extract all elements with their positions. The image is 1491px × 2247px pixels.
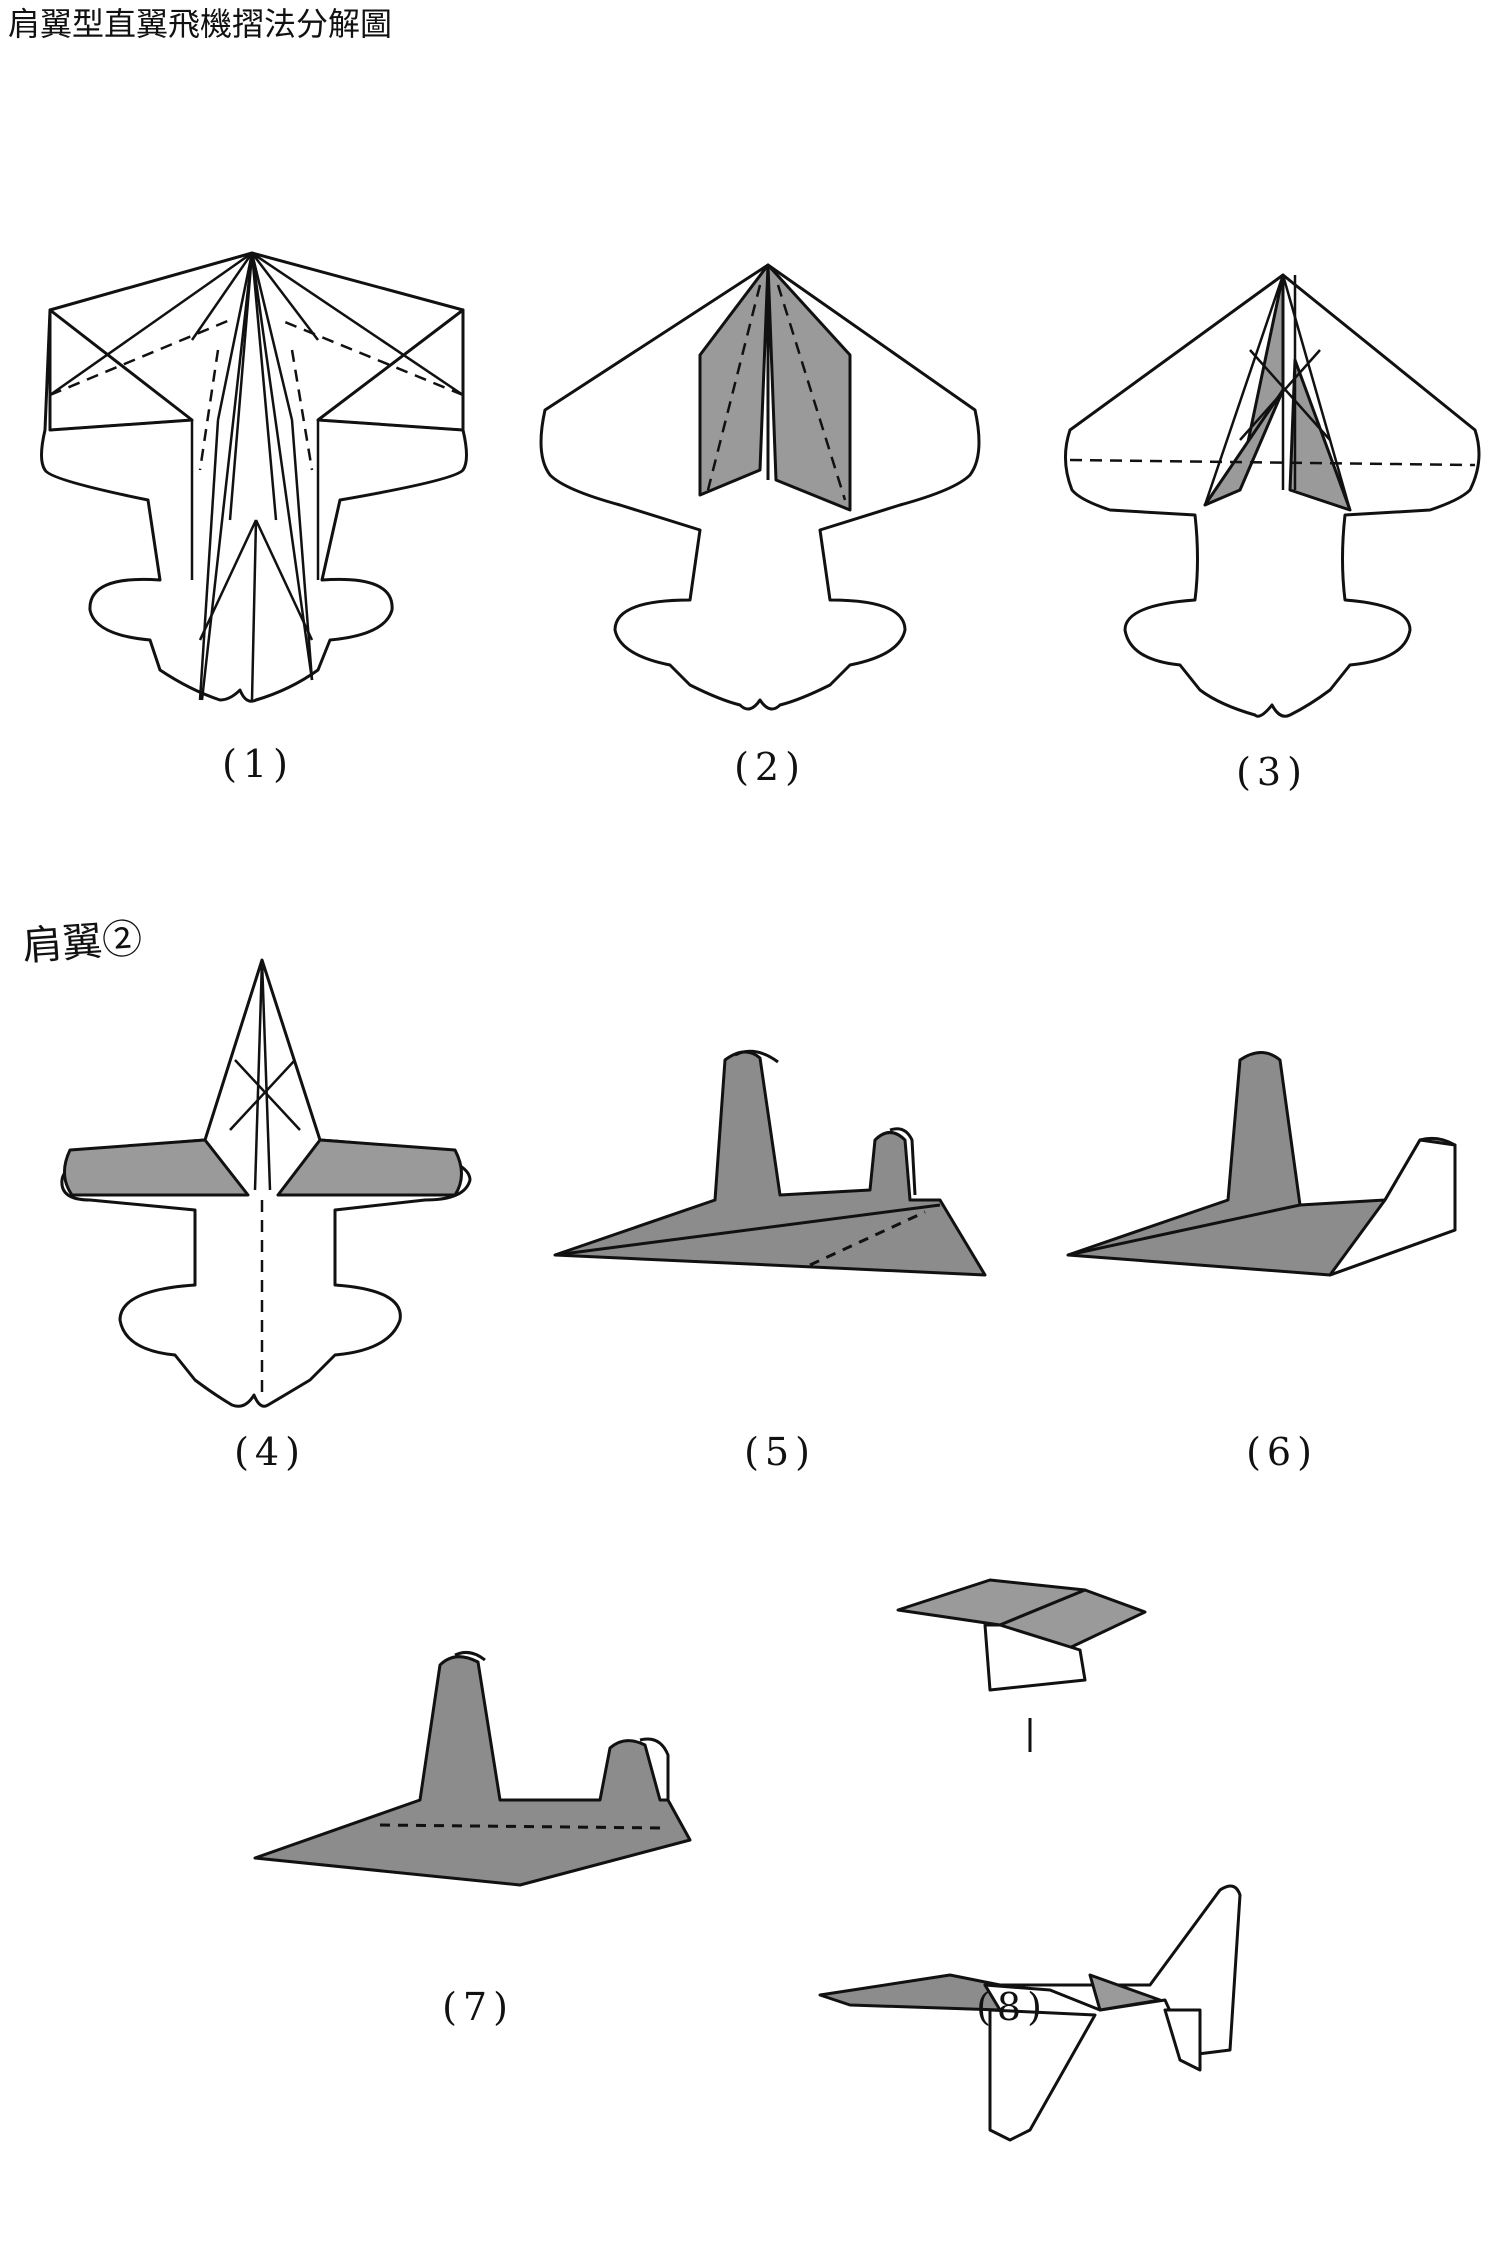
- step-5-figure: [553, 1049, 987, 1277]
- step-7-figure: [253, 1650, 692, 1887]
- step-2-figure: [539, 263, 981, 711]
- step-6-figure: [1066, 1051, 1457, 1277]
- step-label: (6): [1246, 1430, 1318, 1474]
- step-8-figure: [818, 1578, 1242, 2142]
- step-label: (7): [442, 1985, 514, 2029]
- handwritten-note: 肩翼②: [20, 915, 144, 971]
- step-4-figure: [60, 958, 472, 1408]
- page-title: 肩翼型直翼飛機摺法分解圖: [8, 5, 393, 43]
- step-3-figure: [1064, 273, 1481, 718]
- step-label: (5): [744, 1430, 816, 1474]
- step-label: (4): [234, 1430, 306, 1474]
- step-label: (8): [976, 1985, 1048, 2029]
- step-1-figure: [40, 251, 468, 703]
- step-label: (3): [1236, 750, 1308, 794]
- step-label: (1): [222, 742, 294, 786]
- step-label: (2): [734, 745, 806, 789]
